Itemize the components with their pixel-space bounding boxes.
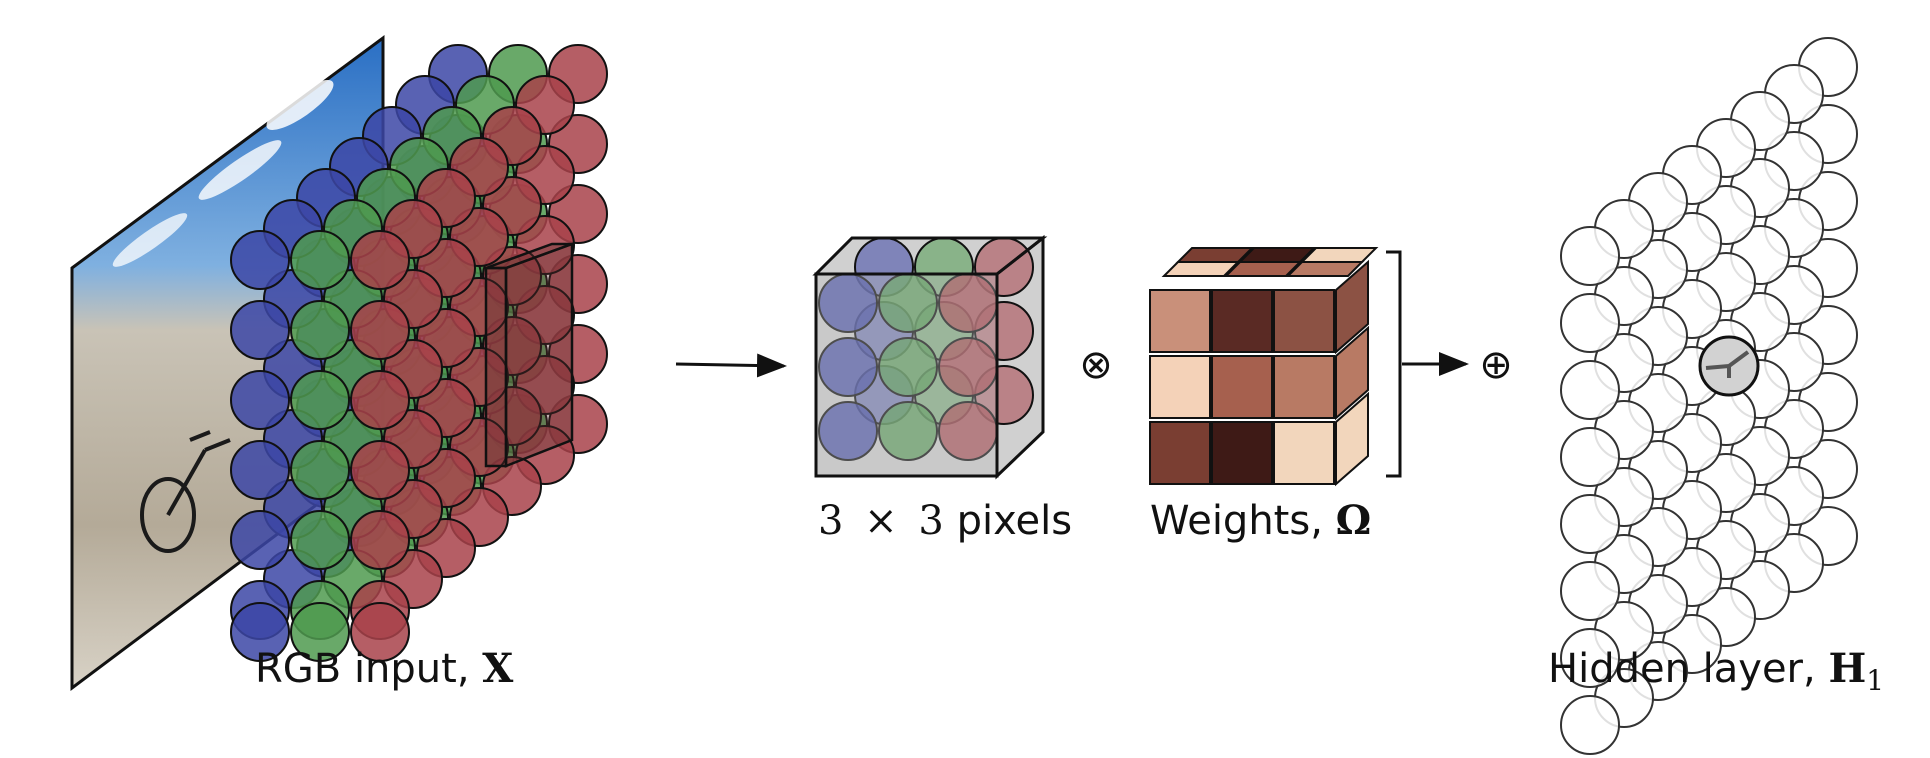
input-pixel-green xyxy=(290,300,350,360)
input-pixel-blue xyxy=(230,440,290,500)
patch-pixel xyxy=(818,337,878,397)
weight-cell xyxy=(1211,421,1273,485)
input-pixel-green xyxy=(290,440,350,500)
patch-pixel xyxy=(818,401,878,461)
weight-top-face xyxy=(1161,261,1241,277)
input-volume xyxy=(230,44,608,662)
pixel-patch-cube xyxy=(812,234,1048,480)
arrow-input-to-pixels xyxy=(675,353,787,378)
bicycle-icon xyxy=(140,430,231,553)
receptive-field-box xyxy=(484,242,574,468)
weight-cell xyxy=(1149,289,1211,353)
pixels-caption: 3 × 3 pixels xyxy=(818,498,1072,544)
input-pixel-blue xyxy=(230,510,290,570)
hidden-layer-caption: Hidden layer, H1 xyxy=(1548,645,1884,697)
input-pixel-blue xyxy=(230,602,290,662)
weight-side-face xyxy=(1335,259,1369,355)
weight-side-face xyxy=(1335,391,1369,487)
hidden-unit xyxy=(1560,293,1620,353)
weight-cell xyxy=(1211,355,1273,419)
input-pixel-blue xyxy=(230,230,290,290)
weight-side-face xyxy=(1335,325,1369,421)
weights-cube xyxy=(1149,247,1379,487)
input-pixel-red xyxy=(350,300,410,360)
input-pixel-red xyxy=(350,440,410,500)
patch-pixel xyxy=(878,401,938,461)
input-pixel-green xyxy=(290,510,350,570)
active-hidden-unit xyxy=(1698,335,1760,397)
hidden-unit xyxy=(1560,226,1620,286)
weight-cell xyxy=(1211,289,1273,353)
weights-bracket xyxy=(1386,250,1402,478)
weight-cell xyxy=(1273,355,1335,419)
weight-cell xyxy=(1273,289,1335,353)
hidden-unit xyxy=(1560,628,1620,688)
rgb-input-caption: RGB input, X xyxy=(255,645,513,692)
hidden-unit xyxy=(1560,561,1620,621)
weight-top-face xyxy=(1223,261,1303,277)
hidden-layer-grid xyxy=(1560,37,1858,755)
input-pixel-blue xyxy=(230,300,290,360)
hidden-unit xyxy=(1560,494,1620,554)
input-pixel-red xyxy=(350,230,410,290)
input-pixel-green xyxy=(290,602,350,662)
input-pixel-red xyxy=(350,370,410,430)
add-operator: ⊕ xyxy=(1479,342,1513,388)
weight-cell xyxy=(1149,421,1211,485)
weight-cell xyxy=(1149,355,1211,419)
input-pixel-red xyxy=(350,602,410,662)
weight-top-face xyxy=(1299,247,1379,263)
weights-caption: Weights, Ω xyxy=(1150,497,1371,544)
input-pixel-blue xyxy=(230,370,290,430)
input-pixel-green xyxy=(290,230,350,290)
input-pixel-green xyxy=(290,370,350,430)
hidden-unit xyxy=(1560,360,1620,420)
convolve-operator: ⊗ xyxy=(1079,342,1113,388)
hidden-unit xyxy=(1560,695,1620,755)
hidden-unit xyxy=(1560,427,1620,487)
weight-top-face xyxy=(1285,261,1365,277)
input-pixel-red xyxy=(350,510,410,570)
patch-pixel xyxy=(878,337,938,397)
weight-cell xyxy=(1273,421,1335,485)
